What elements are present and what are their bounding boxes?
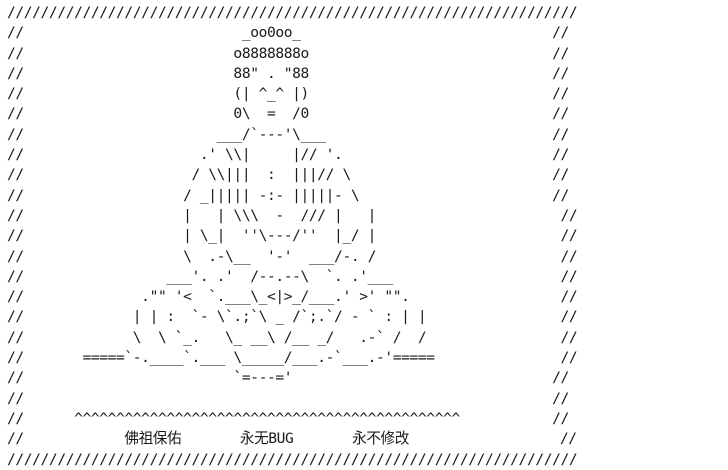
ascii-line: ////////////////////////////////////////… [7,450,578,468]
ascii-line: // | \_| ''\---/'' |_/ | // [7,227,578,245]
ascii-line: // .' \\| |// '. // [7,146,569,164]
ascii-line: // 佛祖保佑 永无BUG 永不修改 // [7,430,577,448]
ascii-line: // \ .-\__ '-' ___/-. / // [7,247,578,265]
ascii-line: // o8888888o // [7,44,569,62]
ascii-line: // | | \\\ - /// | | // [7,206,578,224]
ascii-line: // // [7,389,569,407]
ascii-line: // ."" '< `.___\_<|>_/___.' >' "". // [7,288,578,306]
ascii-line: // ^^^^^^^^^^^^^^^^^^^^^^^^^^^^^^^^^^^^^… [7,409,569,427]
ascii-line: // 0\ = /0 // [7,105,569,123]
ascii-line: // \ \ `_. \_ __\ /__ _/ .-` / / // [7,328,578,346]
ascii-line: // 88" . "88 // [7,64,569,82]
ascii-line: // (| ^_^ |) // [7,85,569,103]
ascii-buddha-art: ////////////////////////////////////////… [7,3,578,470]
ascii-line: // _oo0oo_ // [7,24,569,42]
ascii-line: // ___'. .' /--.--\ `. .'___ // [7,267,578,285]
ascii-line: // / _||||| -:- |||||- \ // [7,186,569,204]
ascii-line: ////////////////////////////////////////… [7,4,578,21]
ascii-line: // =====`-.____`.___ \_____/___.-`___.-'… [7,349,578,367]
ascii-line: // ___/`---'\___ // [7,125,569,143]
ascii-line: // `=---=' // [7,369,569,387]
ascii-line: // / \\||| : |||// \ // [7,166,569,184]
ascii-line: // | | : `- \`.;`\ _ /`;.`/ - ` : | | // [7,308,578,326]
